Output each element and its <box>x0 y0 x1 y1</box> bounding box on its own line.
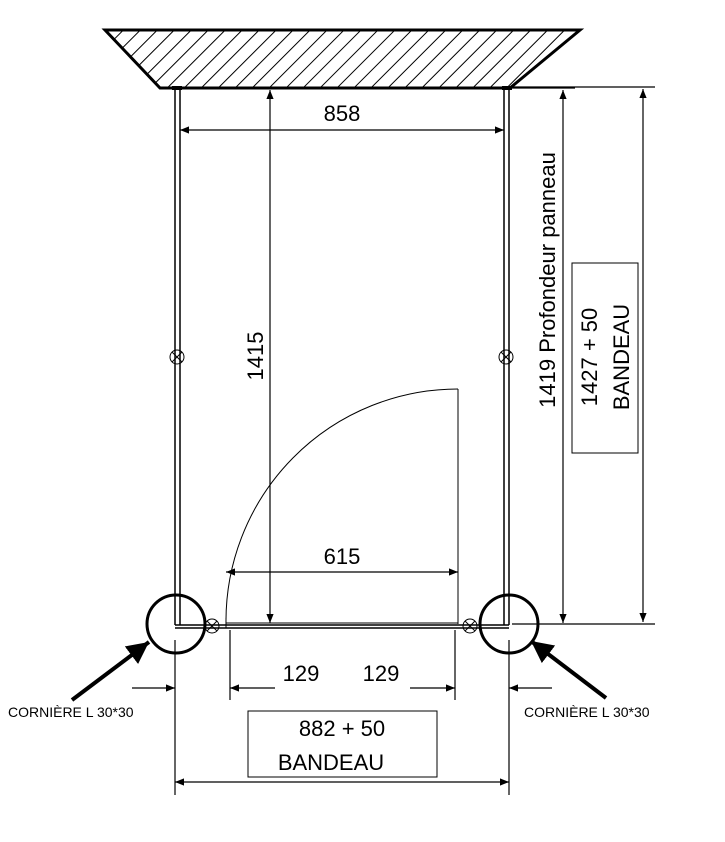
bandeau-box-bottom-line1: 882 + 50 <box>299 716 385 741</box>
dim-129-left-text: 129 <box>283 661 320 686</box>
callout-arrow-right <box>529 639 608 700</box>
bandeau-box-bottom <box>247 710 438 778</box>
dim-615-text: 615 <box>324 544 361 569</box>
dim-1419 <box>512 87 575 623</box>
wall-hatch <box>101 28 585 90</box>
bandeau-box-right <box>571 262 639 454</box>
frame <box>172 86 512 629</box>
door-swing <box>225 388 459 628</box>
fixing-marker-left-post <box>169 349 185 365</box>
dim-1415-text: 1415 <box>243 332 268 381</box>
dim-1419-text: 1419 Profondeur panneau <box>535 152 560 408</box>
corner-circle-left <box>145 593 207 655</box>
dim-129-right-text: 129 <box>363 661 400 686</box>
dim-1427 <box>512 86 655 625</box>
fixing-marker-right-post <box>498 349 514 365</box>
dim-858-text: 858 <box>324 101 361 126</box>
corner-label-left: CORNIÈRE L 30*30 <box>8 704 134 720</box>
bandeau-box-right-line1: 1427 + 50 <box>577 308 602 406</box>
bandeau-box-right-line2: BANDEAU <box>609 304 634 410</box>
fixing-marker-bottom-right <box>462 618 478 634</box>
corner-label-right: CORNIÈRE L 30*30 <box>524 704 650 720</box>
callout-arrow-left <box>70 640 151 702</box>
bandeau-box-bottom-line2: BANDEAU <box>278 750 384 775</box>
fixing-marker-bottom-left <box>204 618 220 634</box>
